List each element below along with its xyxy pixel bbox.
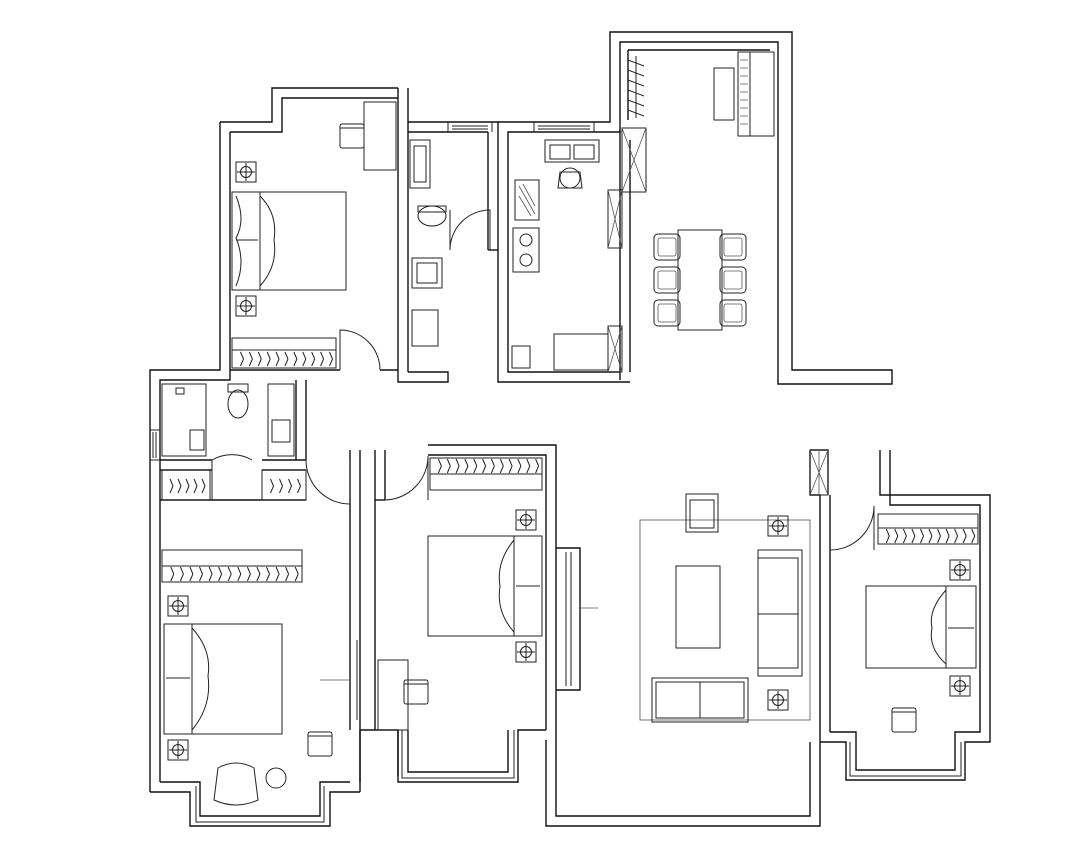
hanger-mark xyxy=(177,478,182,494)
hanger-mark xyxy=(894,528,899,544)
bedroom-east xyxy=(865,513,979,733)
hanger-mark xyxy=(954,528,959,544)
hanger-mark xyxy=(473,458,478,474)
hanger-mark xyxy=(208,566,213,582)
hanger-mark xyxy=(270,478,274,494)
hanger-mark xyxy=(446,458,451,474)
hanger-mark xyxy=(437,458,442,474)
hanger-mark xyxy=(920,528,924,544)
hanger-mark xyxy=(248,351,253,367)
hanger-mark xyxy=(885,528,890,544)
wardrobe-hangers xyxy=(169,351,976,582)
hanger-mark xyxy=(279,478,283,494)
hanger-mark xyxy=(288,478,292,494)
interior-walls xyxy=(160,132,831,782)
hanger-mark xyxy=(928,528,933,544)
hanger-mark xyxy=(237,566,242,582)
bedroom-west xyxy=(161,469,333,806)
exterior-walls xyxy=(149,31,991,827)
hanger-mark xyxy=(962,528,967,544)
hanger-mark xyxy=(179,566,184,582)
hanger-mark xyxy=(284,351,289,367)
hanger-mark xyxy=(246,566,251,582)
hanger-mark xyxy=(227,566,232,582)
bathroom-upper xyxy=(409,139,447,347)
dining-area xyxy=(627,51,775,331)
hanger-mark xyxy=(256,566,261,582)
hanger-mark xyxy=(911,528,916,544)
hanger-mark xyxy=(526,458,531,474)
hanger-mark xyxy=(455,458,460,474)
kitchen xyxy=(511,127,647,373)
hanger-mark xyxy=(185,478,190,494)
hanger-mark xyxy=(189,566,194,582)
hanger-mark xyxy=(311,351,316,367)
hanger-mark xyxy=(266,351,271,367)
hanger-mark xyxy=(201,478,206,494)
hanger-mark xyxy=(240,351,244,367)
hanger-mark xyxy=(218,566,223,582)
hanger-mark xyxy=(902,528,907,544)
hanger-mark xyxy=(302,351,307,367)
bathroom-lower xyxy=(161,383,295,457)
hanger-mark xyxy=(945,528,950,544)
hanger-mark xyxy=(320,351,325,367)
hanger-mark xyxy=(482,458,487,474)
hanger-mark xyxy=(199,566,203,582)
hanger-mark xyxy=(275,566,280,582)
bedroom-north-west xyxy=(231,101,397,369)
living-room xyxy=(639,493,811,723)
hanger-mark xyxy=(971,528,976,544)
hanger-mark xyxy=(275,351,280,367)
hanger-mark xyxy=(266,566,270,582)
hanger-mark xyxy=(193,478,198,494)
hanger-mark xyxy=(508,458,513,474)
hanger-mark xyxy=(297,478,301,494)
hanger-mark xyxy=(294,566,299,582)
doors xyxy=(211,209,875,720)
hanger-mark xyxy=(490,458,495,474)
hanger-mark xyxy=(517,458,522,474)
hanger-mark xyxy=(257,351,262,367)
windows xyxy=(150,122,829,496)
hanger-mark xyxy=(169,478,174,494)
bedroom-middle xyxy=(377,457,543,731)
hanger-mark xyxy=(499,458,504,474)
hanger-mark xyxy=(285,566,290,582)
hanger-mark xyxy=(170,566,175,582)
hanger-mark xyxy=(535,458,540,474)
hanger-mark xyxy=(464,458,469,474)
hanger-mark xyxy=(329,351,333,367)
hanger-mark xyxy=(937,528,941,544)
hanger-mark xyxy=(293,351,298,367)
